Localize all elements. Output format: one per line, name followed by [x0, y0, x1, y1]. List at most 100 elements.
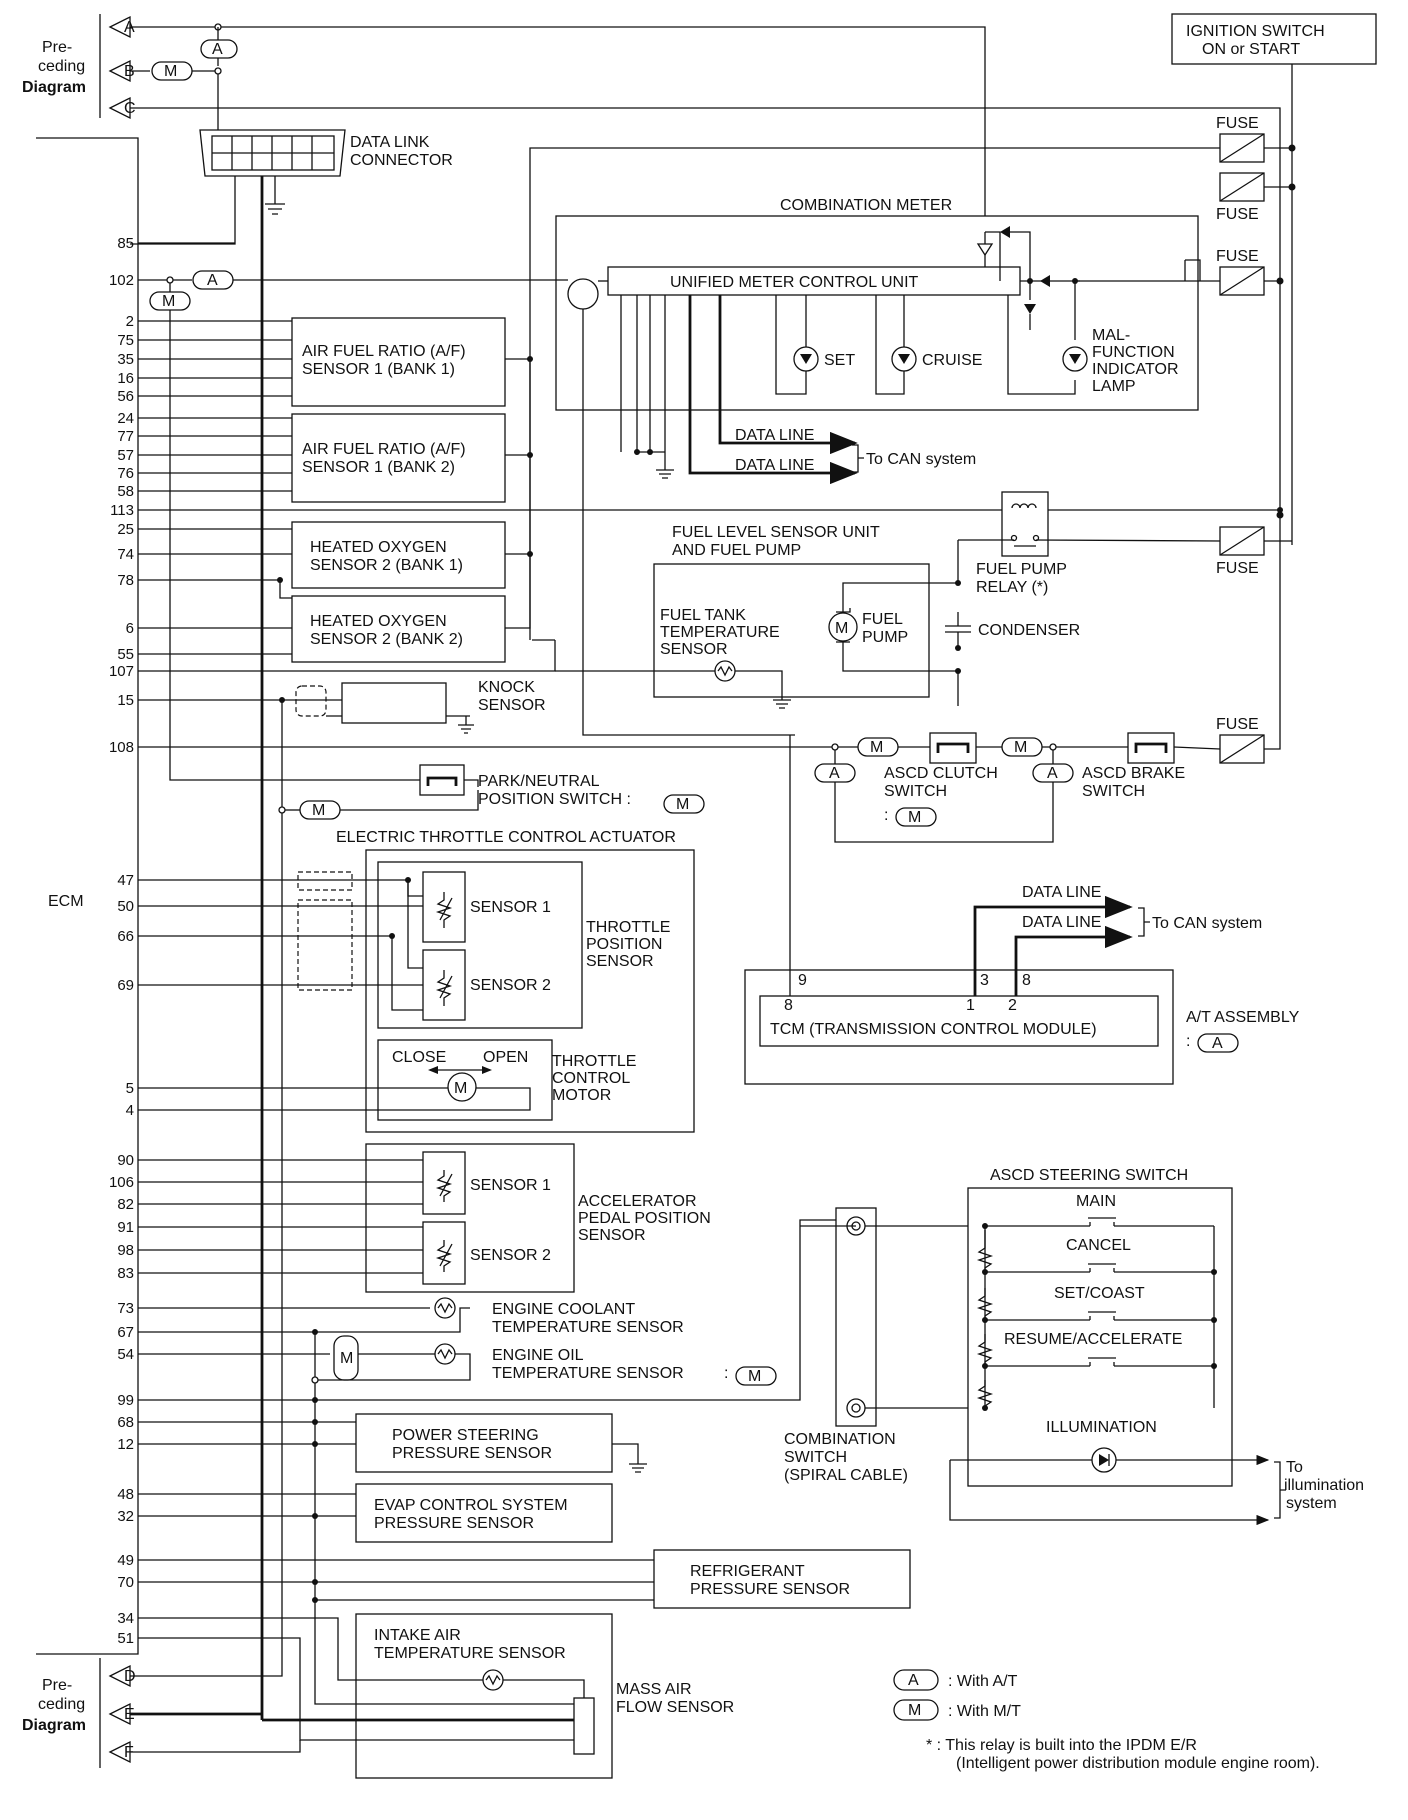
tag-m-3: M [312, 802, 325, 819]
preceding-bottom-label-line3: Diagram [22, 1717, 86, 1734]
comb-switch-label2: SWITCH [784, 1449, 847, 1466]
ecm-pin-16: 16 [117, 370, 134, 387]
mil-label1: MAL- [1092, 327, 1130, 344]
combination-switch-spiral-cable [835, 1207, 877, 1427]
set-lamp: SET [793, 346, 855, 372]
eot-label2: TEMPERATURE SENSOR [492, 1365, 684, 1382]
ecm-pin-73: 73 [117, 1300, 134, 1317]
ascd-clutch-label2: SWITCH [884, 783, 947, 800]
ecm-pin-68: 68 [117, 1414, 134, 1431]
tag-m-5: M [1014, 739, 1027, 756]
fuse-5-label: FUSE [1216, 716, 1259, 733]
ho2-bank1-label1: HEATED OXYGEN [310, 539, 447, 556]
ecm-pin-108: 108 [109, 739, 134, 756]
ecm-pin-74: 74 [117, 546, 134, 563]
combination-meter-label: COMBINATION METER [780, 197, 952, 214]
ecm-pin-107: 107 [109, 663, 134, 680]
ecm-pin-48: 48 [117, 1486, 134, 1503]
ecm-pin-5: 5 [126, 1080, 134, 1097]
ho2-sensor-bank1 [291, 521, 506, 589]
connector-e-letter: E [124, 1706, 135, 1723]
set-coast-label: SET/COAST [1054, 1285, 1145, 1302]
fuse-2: FUSE [1216, 172, 1265, 223]
ecm-pin-4: 4 [126, 1102, 134, 1119]
ecm-pin-85: 85 [117, 235, 134, 252]
accelerator-pedal-position-sensor [365, 1143, 575, 1293]
tag-m-1: M [164, 63, 177, 80]
relay-label1: FUEL PUMP [976, 561, 1067, 578]
tps-label1: THROTTLE [586, 919, 670, 936]
legend-m-tag: M [908, 1702, 921, 1719]
ho2-bank2-label1: HEATED OXYGEN [310, 613, 447, 630]
knock-label1: KNOCK [478, 679, 535, 696]
data-line-label-4: DATA LINE [1022, 914, 1101, 931]
refrigerant-label2: PRESSURE SENSOR [690, 1581, 850, 1598]
tag-a-4: A [1047, 765, 1058, 782]
tcm-pin-8: 8 [1022, 972, 1031, 989]
throttle-motor-m: M [454, 1080, 467, 1097]
tps-label2: POSITION [586, 936, 662, 953]
unified-meter-label: UNIFIED METER CONTROL UNIT [670, 274, 919, 291]
connector-f-letter: F [124, 1744, 134, 1761]
dlc-label1: DATA LINK [350, 134, 430, 151]
af-sensor-bank2 [291, 413, 506, 503]
ecm-pin-25: 25 [117, 521, 134, 538]
fuel-pump-label2: PUMP [862, 629, 908, 646]
refrigerant-label1: REFRIGERANT [690, 1563, 805, 1580]
preceding-diagram-top: Pre- ceding Diagram A B C [22, 14, 136, 120]
ho2-sensor-bank2 [291, 595, 506, 663]
iat-label1: INTAKE AIR [374, 1627, 461, 1644]
maf-element [573, 1697, 595, 1755]
ecm-pin-69: 69 [117, 977, 134, 994]
app-label3: SENSOR [578, 1227, 646, 1244]
tag-a-2: A [207, 272, 218, 289]
resume-label: RESUME/ACCELERATE [1004, 1331, 1182, 1348]
fuel-tank-temp-label3: SENSOR [660, 641, 728, 658]
tcm-pin-8b: 8 [784, 997, 793, 1014]
tag-a-5: A [1212, 1035, 1223, 1052]
maf-label2: FLOW SENSOR [616, 1699, 734, 1716]
connector-a-letter: A [124, 19, 135, 36]
fuel-pump-m: M [835, 620, 848, 637]
tag-m-8: M [748, 1368, 761, 1385]
ecm-pin-34: 34 [117, 1610, 134, 1627]
motor-label3: MOTOR [552, 1087, 611, 1104]
app-sensor1-label: SENSOR 1 [470, 1177, 551, 1194]
motor-label1: THROTTLE [552, 1053, 636, 1070]
switch-main: MAIN [985, 1193, 1214, 1227]
af-bank2-label2: SENSOR 1 (BANK 2) [302, 459, 455, 476]
fuel-tank-temp-label2: TEMPERATURE [660, 624, 780, 641]
mass-air-flow-sensor [355, 1613, 613, 1779]
to-can-label-2: To CAN system [1152, 915, 1262, 932]
af-bank1-label2: SENSOR 1 (BANK 1) [302, 361, 455, 378]
to-illum-label2: illumination [1284, 1477, 1364, 1494]
fuse-2-label: FUSE [1216, 206, 1259, 223]
relay-label2: RELAY (*) [976, 579, 1048, 596]
tag-a-1: A [212, 41, 223, 58]
ecm-pin-82: 82 [117, 1196, 134, 1213]
connector-d-letter: D [124, 1668, 136, 1685]
mil-label2: FUNCTION [1092, 344, 1175, 361]
at-assembly-label: A/T ASSEMBLY [1186, 1009, 1300, 1026]
af-sensor-bank1 [291, 317, 506, 407]
tag-m-7: M [340, 1350, 353, 1367]
fuse-3-label: FUSE [1216, 248, 1259, 265]
switch-set-coast: SET/COAST [985, 1285, 1214, 1321]
fuse-4: FUSE [1216, 526, 1265, 577]
throttle-actuator-title: ELECTRIC THROTTLE CONTROL ACTUATOR [336, 829, 676, 846]
af-bank2-label1: AIR FUEL RATIO (A/F) [302, 441, 466, 458]
close-label: CLOSE [392, 1049, 446, 1066]
comb-switch-label3: (SPIRAL CABLE) [784, 1467, 908, 1484]
ecm-pin-32: 32 [117, 1508, 134, 1525]
to-illum-label3: system [1286, 1495, 1337, 1512]
fuel-pump-relay [1001, 491, 1049, 557]
fuel-pump-label1: FUEL [862, 611, 903, 628]
ecm-pin-76: 76 [117, 465, 134, 482]
main-label: MAIN [1076, 1193, 1116, 1210]
fuel-level-sensor-unit [653, 563, 930, 698]
refrigerant-pressure-sensor [653, 1549, 911, 1609]
ecm-pin-2: 2 [126, 313, 134, 330]
data-link-connector: DATA LINK CONNECTOR [199, 129, 453, 177]
ecm-pin-90: 90 [117, 1152, 134, 1169]
